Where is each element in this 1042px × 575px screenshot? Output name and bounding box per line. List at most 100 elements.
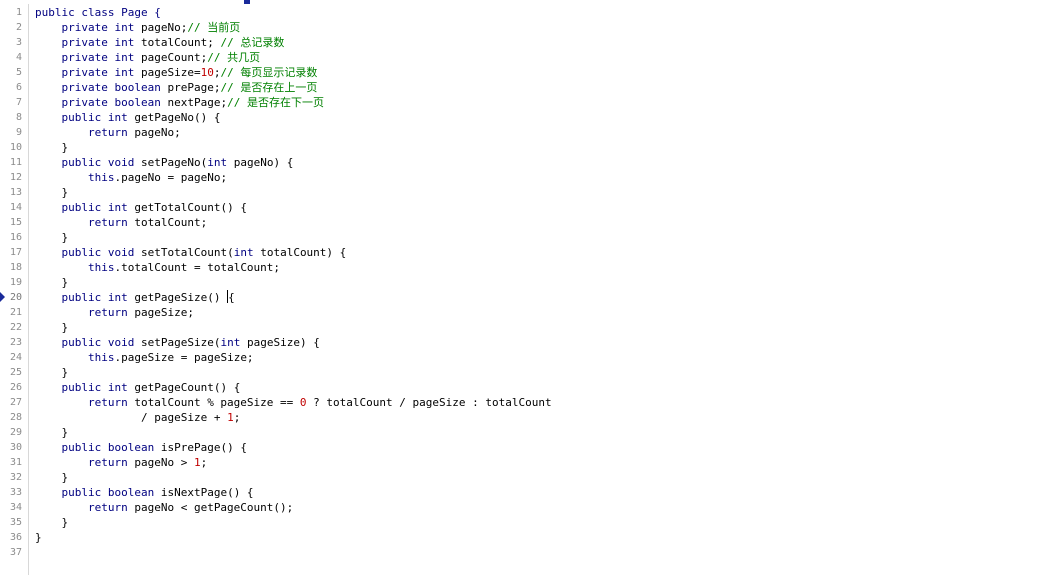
line-number: 5 xyxy=(15,67,22,78)
line-number: 16 xyxy=(9,232,22,243)
line-number: 19 xyxy=(9,277,22,288)
code-line[interactable]: public class Page { xyxy=(35,5,161,20)
code-token: 1 xyxy=(193,456,201,469)
code-line[interactable]: public boolean isPrePage() { xyxy=(35,440,247,455)
code-token: } xyxy=(35,531,42,544)
code-token: int xyxy=(220,336,247,349)
code-line[interactable]: } xyxy=(35,185,69,200)
indent xyxy=(35,501,88,514)
code-line[interactable]: } xyxy=(35,365,69,380)
line-number: 22 xyxy=(9,322,22,333)
indent xyxy=(35,396,88,409)
indent xyxy=(35,261,88,274)
code-line[interactable]: } xyxy=(35,530,42,545)
code-line[interactable]: return pageNo > 1; xyxy=(35,455,207,470)
code-line[interactable]: public void setPageSize(int pageSize) { xyxy=(35,335,320,350)
indent xyxy=(35,81,62,94)
code-token: } xyxy=(61,471,69,484)
code-line[interactable]: / pageSize + 1; xyxy=(35,410,240,425)
code-token: return xyxy=(87,126,135,139)
indent xyxy=(35,441,62,454)
indent xyxy=(35,126,88,139)
code-line[interactable]: return pageNo; xyxy=(35,125,181,140)
code-token: .pageSize = pageSize; xyxy=(114,351,254,364)
line-number: 4 xyxy=(15,52,22,63)
code-line[interactable]: this.pageSize = pageSize; xyxy=(35,350,254,365)
code-line[interactable]: } xyxy=(35,230,69,245)
code-token: pageNo; xyxy=(140,21,188,34)
code-line[interactable]: } xyxy=(35,470,69,485)
code-token: pageCount; xyxy=(140,51,208,64)
code-line[interactable]: public void setTotalCount(int totalCount… xyxy=(35,245,347,260)
code-line[interactable]: } xyxy=(35,515,69,530)
code-line[interactable]: this.totalCount = totalCount; xyxy=(35,260,280,275)
code-line[interactable]: private int pageSize=10;// 每页显示记录数 xyxy=(35,65,318,80)
code-token: private boolean xyxy=(61,81,168,94)
code-token: pageNo > xyxy=(134,456,194,469)
line-number: 15 xyxy=(9,217,22,228)
line-number: 8 xyxy=(15,112,22,123)
indent xyxy=(35,321,62,334)
code-line[interactable]: public boolean isNextPage() { xyxy=(35,485,254,500)
code-token: setPageSize( xyxy=(140,336,221,349)
indent xyxy=(35,141,62,154)
code-line[interactable]: public void setPageNo(int pageNo) { xyxy=(35,155,294,170)
code-line[interactable]: private boolean nextPage;// 是否存在下一页 xyxy=(35,95,324,110)
code-token: int xyxy=(207,156,234,169)
code-token: // 总记录数 xyxy=(220,36,285,49)
code-token: Page { xyxy=(121,6,161,19)
code-token: return xyxy=(87,456,135,469)
code-line[interactable]: return pageSize; xyxy=(35,305,194,320)
indent xyxy=(35,156,62,169)
code-token: prePage; xyxy=(167,81,221,94)
code-line[interactable]: private int pageNo;// 当前页 xyxy=(35,20,241,35)
code-token: .pageNo = pageNo; xyxy=(114,171,228,184)
code-token: this xyxy=(87,351,115,364)
line-number: 10 xyxy=(9,142,22,153)
indent xyxy=(35,306,88,319)
code-token: 1 xyxy=(227,411,234,424)
code-token: return xyxy=(87,396,135,409)
code-line[interactable]: } xyxy=(35,320,69,335)
line-number: 3 xyxy=(15,37,22,48)
code-line[interactable]: private int totalCount; // 总记录数 xyxy=(35,35,285,50)
code-token: private int xyxy=(61,66,141,79)
code-token: // 共几页 xyxy=(207,51,261,64)
line-number: 20 xyxy=(9,292,22,303)
code-line[interactable]: return pageNo < getPageCount(); xyxy=(35,500,293,515)
code-token: setTotalCount( xyxy=(140,246,234,259)
code-line[interactable]: this.pageNo = pageNo; xyxy=(35,170,227,185)
code-line[interactable]: public int getPageSize() { xyxy=(35,290,235,305)
indent xyxy=(35,66,62,79)
code-line[interactable]: public int getPageCount() { xyxy=(35,380,241,395)
code-line[interactable]: public int getPageNo() { xyxy=(35,110,221,125)
code-token: pageNo < getPageCount(); xyxy=(134,501,294,514)
code-token: public int xyxy=(61,201,135,214)
code-line[interactable]: public int getTotalCount() { xyxy=(35,200,247,215)
code-line[interactable]: return totalCount % pageSize == 0 ? tota… xyxy=(35,395,552,410)
code-token: { xyxy=(228,291,235,304)
code-line[interactable]: } xyxy=(35,140,69,155)
indent xyxy=(35,51,62,64)
code-token: isPrePage() { xyxy=(160,441,247,454)
line-number: 12 xyxy=(9,172,22,183)
code-line[interactable]: } xyxy=(35,275,69,290)
code-token: ; xyxy=(213,66,221,79)
code-line[interactable]: } xyxy=(35,425,69,440)
code-token: // 当前页 xyxy=(187,21,241,34)
code-token: totalCount) { xyxy=(260,246,347,259)
line-number: 24 xyxy=(9,352,22,363)
code-line[interactable]: private boolean prePage;// 是否存在上一页 xyxy=(35,80,318,95)
indent xyxy=(35,336,62,349)
code-token: // 是否存在下一页 xyxy=(227,96,324,109)
line-number: 1 xyxy=(15,7,22,18)
code-token: } xyxy=(61,231,69,244)
code-line[interactable]: private int pageCount;// 共几页 xyxy=(35,50,261,65)
indent xyxy=(35,381,62,394)
line-number: 32 xyxy=(9,472,22,483)
code-line[interactable]: return totalCount; xyxy=(35,215,207,230)
indent xyxy=(35,231,62,244)
code-token: getPageCount() { xyxy=(134,381,241,394)
